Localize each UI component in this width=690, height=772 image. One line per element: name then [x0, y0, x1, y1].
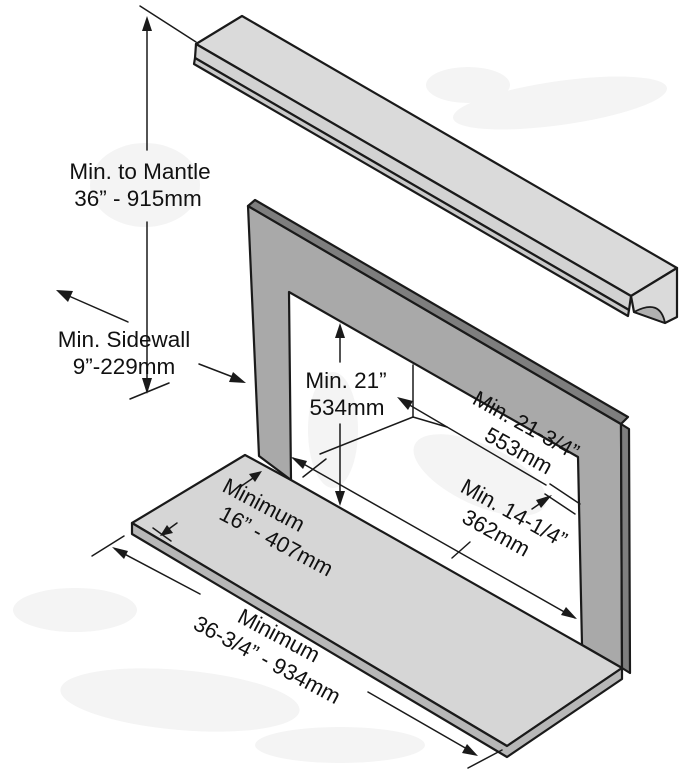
arrowhead-upright [536, 495, 552, 508]
arrowhead-upleft [291, 457, 307, 469]
dimension-sidewall [56, 290, 246, 383]
arrowhead-up [142, 16, 152, 31]
paper-smudge [426, 67, 510, 103]
arrowhead-upright [249, 471, 262, 482]
paper-smudge [308, 372, 358, 488]
label-sidewall-clearance: Min. Sidewall [58, 327, 191, 352]
hearth-pad [130, 453, 624, 759]
tick-mark [549, 483, 581, 505]
tick-mark [467, 749, 503, 769]
tick-mark [91, 535, 125, 557]
label-opening-height: Min. 21” [305, 368, 386, 393]
dimension-opening-width [319, 364, 581, 515]
paper-smudge [60, 668, 300, 732]
tick-mark [451, 541, 471, 559]
dimension-opening-height [335, 323, 345, 506]
extension-line [139, 5, 197, 43]
mantle-cove-lip [192, 56, 631, 318]
arrowhead-downright [229, 372, 246, 383]
dimension-line [292, 457, 576, 619]
tick-mark [152, 527, 172, 542]
dimension-hearth-depth [152, 471, 262, 542]
dimension-hearth-front-depth [291, 457, 577, 619]
arrowhead-downleft [160, 525, 173, 536]
wall-right-edge [619, 422, 632, 675]
dimension-line [400, 399, 547, 486]
paper-smudges [13, 67, 667, 763]
tick-mark [302, 458, 327, 478]
wall-top-edge [246, 198, 630, 426]
paper-smudge [90, 143, 200, 227]
arrowhead-down [142, 378, 152, 394]
hearth-front-edge [130, 521, 624, 759]
dimension-line [367, 691, 475, 754]
arrowhead-down [335, 491, 345, 506]
label-opening-height-value: 534mm [309, 395, 384, 420]
arrowhead-upleft [112, 547, 128, 559]
dimension-line [114, 548, 201, 595]
floor-reference-line [412, 416, 448, 428]
label-mantle-clearance-value: 36” - 915mm [74, 186, 202, 211]
paper-smudge [413, 434, 547, 516]
tick-mark [129, 382, 170, 400]
arrowhead-upleft [56, 290, 73, 302]
tick-mark [544, 493, 576, 515]
wall-surround [246, 198, 632, 675]
arrowhead-up [335, 323, 345, 338]
mantle-shelf [192, 14, 679, 325]
paper-smudge [255, 727, 425, 763]
paper-smudge [13, 588, 137, 632]
dimension-mantle-height [129, 5, 197, 400]
arrowhead-downright [462, 744, 478, 756]
mantle-cove-shadow [633, 306, 666, 324]
label-sidewall-clearance-value: 9”-229mm [73, 354, 176, 379]
leader-line [61, 292, 129, 323]
label-mantle-clearance: Min. to Mantle [69, 159, 210, 184]
arrowhead-downright [561, 607, 577, 619]
paper-smudge [453, 76, 667, 130]
arrowhead-upleft [397, 397, 413, 410]
dimension-hearth-width [91, 535, 503, 769]
floor-reference-line [319, 416, 414, 455]
